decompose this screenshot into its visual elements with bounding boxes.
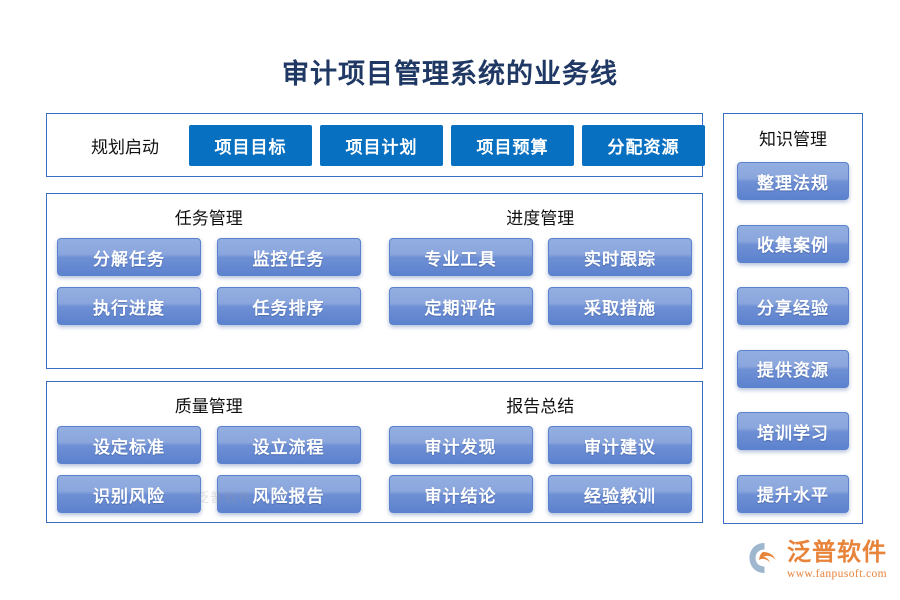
quality-button-3[interactable]: 识别风险 [57,475,201,513]
task-button-1[interactable]: 分解任务 [57,238,201,276]
planning-button-1[interactable]: 项目目标 [189,124,312,166]
panel-task-progress: 任务管理 分解任务 监控任务 执行进度 任务排序 进度管理 专业工具 实时跟踪 … [46,193,703,369]
group-heading-report-summary: 报告总结 [506,397,575,416]
progress-button-4[interactable]: 采取措施 [548,287,692,325]
knowledge-button-2[interactable]: 收集案例 [737,224,849,263]
progress-button-2[interactable]: 实时跟踪 [548,238,692,276]
knowledge-heading: 知识管理 [759,130,827,149]
brand-logo: 泛普软件 www.fanpusoft.com [748,541,887,580]
logo-website-url: www.fanpusoft.com [787,568,887,580]
group-heading-quality-management: 质量管理 [174,397,243,416]
report-button-4[interactable]: 经验教训 [548,475,692,513]
group-column-report-summary: 报告总结 审计发现 审计建议 审计结论 经验教训 [375,392,692,514]
knowledge-wrap: 知识管理 整理法规 收集案例 分享经验 提供资源 培训学习 提升水平 [724,114,862,523]
knowledge-button-6[interactable]: 提升水平 [737,474,849,513]
panel-knowledge-management: 知识管理 整理法规 收集案例 分享经验 提供资源 培训学习 提升水平 [723,113,863,524]
knowledge-button-4[interactable]: 提供资源 [737,349,849,388]
group-heading-progress-management: 进度管理 [506,209,575,228]
progress-button-3[interactable]: 定期评估 [388,287,533,325]
knowledge-button-3[interactable]: 分享经验 [737,287,849,326]
knowledge-button-5[interactable]: 培训学习 [737,412,849,451]
group-heading-task-management: 任务管理 [174,209,243,228]
planning-button-4[interactable]: 分配资源 [582,124,705,166]
fanpu-logo-icon [749,543,776,573]
planning-row: 规划启动 项目目标 项目计划 项目预算 分配资源 [47,114,705,176]
report-button-3[interactable]: 审计结论 [388,475,533,513]
knowledge-button-1[interactable]: 整理法规 [737,162,849,200]
report-button-1[interactable]: 审计发现 [388,426,533,464]
group-wrap-quality-report: 质量管理 设定标准 设立流程 识别风险 风险报告 报告总结 审计发现 审计建议 … [47,382,702,522]
panel-quality-report: 质量管理 设定标准 设立流程 识别风险 风险报告 报告总结 审计发现 审计建议 … [46,381,703,523]
group-column-progress-management: 进度管理 专业工具 实时跟踪 定期评估 采取措施 [375,204,692,360]
page-title: 审计项目管理系统的业务线 [282,59,618,89]
quality-button-4[interactable]: 风险报告 [216,475,361,513]
progress-button-1[interactable]: 专业工具 [388,238,533,276]
task-button-2[interactable]: 监控任务 [216,238,361,276]
group-grid-progress-management: 专业工具 实时跟踪 定期评估 采取措施 [388,238,692,325]
quality-button-1[interactable]: 设定标准 [57,426,201,464]
planning-button-3[interactable]: 项目预算 [451,124,574,166]
group-wrap-task-progress: 任务管理 分解任务 监控任务 执行进度 任务排序 进度管理 专业工具 实时跟踪 … [47,194,702,368]
panel-planning-startup: 规划启动 项目目标 项目计划 项目预算 分配资源 [46,113,705,177]
group-column-quality-management: 质量管理 设定标准 设立流程 识别风险 风险报告 [57,392,375,514]
planning-button-2[interactable]: 项目计划 [320,124,443,166]
task-button-4[interactable]: 任务排序 [216,287,361,325]
group-grid-report-summary: 审计发现 审计建议 审计结论 经验教训 [388,426,692,513]
report-button-2[interactable]: 审计建议 [548,426,692,464]
logo-text-block: 泛普软件 www.fanpusoft.com [787,539,887,581]
group-column-task-management: 任务管理 分解任务 监控任务 执行进度 任务排序 [57,204,375,360]
planning-stage-label: 规划启动 [91,137,159,157]
task-button-3[interactable]: 执行进度 [57,287,201,325]
logo-company-name: 泛普软件 [787,539,887,566]
quality-button-2[interactable]: 设立流程 [216,426,361,464]
group-grid-task-management: 分解任务 监控任务 执行进度 任务排序 [57,238,361,325]
group-grid-quality-management: 设定标准 设立流程 识别风险 风险报告 [57,426,361,513]
knowledge-button-list: 整理法规 收集案例 分享经验 提供资源 培训学习 提升水平 [724,162,862,513]
